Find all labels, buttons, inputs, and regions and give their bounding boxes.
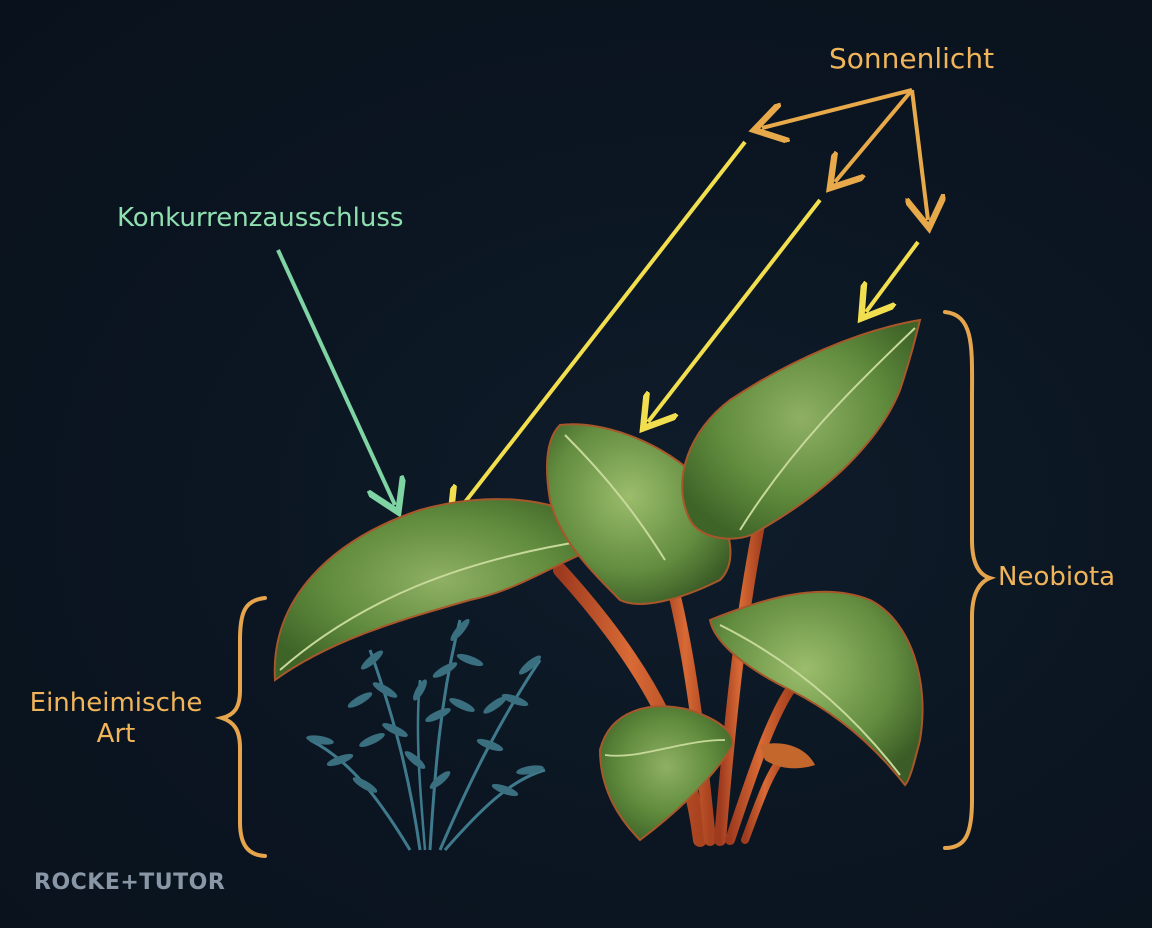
native-species-label-line1: Einheimische [29,688,203,718]
neobiota-leaves [273,318,924,842]
native-species-label-line2: Art [96,719,136,750]
neobiota-bracket [943,310,997,850]
neobiota-label: Neobiota [998,562,1116,592]
native-species-label: Einheimische Art [16,688,216,750]
rocket-tutor-logo: ROCKE+TUTOR [34,870,226,895]
sunlight-label: Sonnenlicht [829,42,995,75]
native-bracket [214,596,267,858]
competition-arrow [276,249,395,505]
sunlight-arrows [762,88,928,220]
native-plant [306,618,546,851]
light-ray-arrows [455,140,920,515]
competitive-exclusion-label: Konkurrenzausschluss [117,203,404,233]
